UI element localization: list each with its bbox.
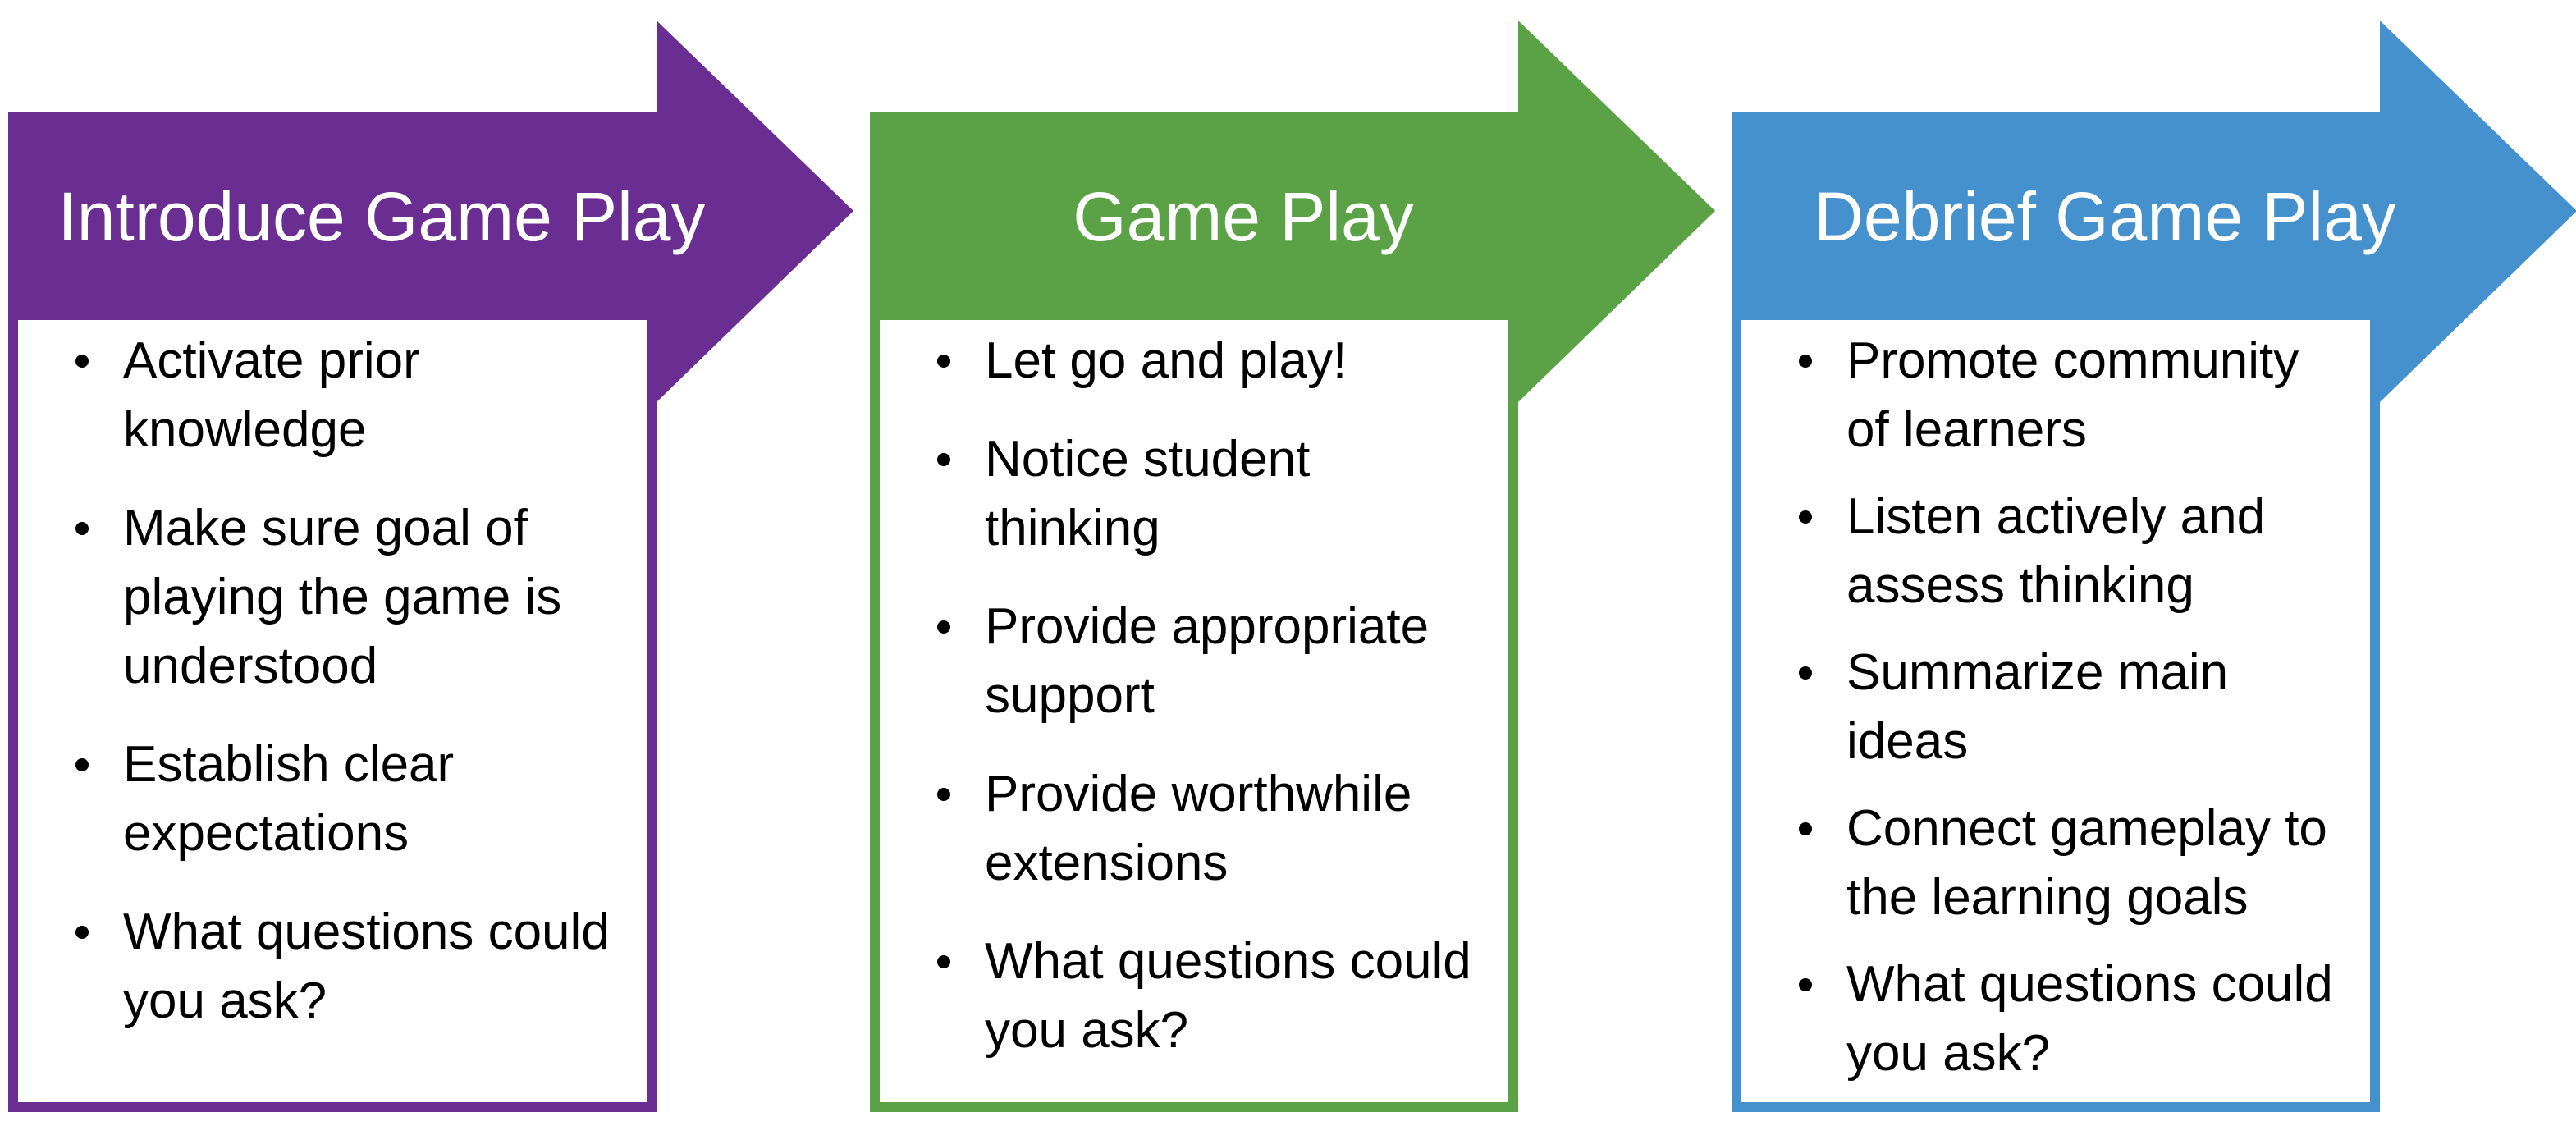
list-item: What questions could you ask? xyxy=(33,898,630,1036)
bullet-icon xyxy=(1799,355,1812,368)
list-item: What questions could you ask? xyxy=(895,927,1492,1065)
list-item: Promote community of learners xyxy=(1756,327,2354,465)
bullet-text: Notice student thinking xyxy=(985,431,1311,556)
list-item: Let go and play! xyxy=(895,327,1492,396)
bullet-icon xyxy=(75,522,89,535)
arrow-polygon xyxy=(8,21,853,402)
bullet-icon xyxy=(937,355,950,368)
bullet-text: Make sure goal of playing the game is un… xyxy=(123,500,562,694)
arrow-shape xyxy=(8,21,853,402)
bullet-text: Establish clear expectations xyxy=(123,736,455,862)
arrow-shape xyxy=(870,21,1715,402)
list-item: Establish clear expectations xyxy=(33,730,630,868)
bullet-icon xyxy=(937,453,950,466)
bullet-text: Listen actively and assess thinking xyxy=(1846,488,2266,614)
list-item: Listen actively and assess thinking xyxy=(1756,483,2354,620)
list-item: Make sure goal of playing the game is un… xyxy=(33,494,630,701)
bullet-text: Summarize main ideas xyxy=(1846,644,2229,770)
list-item: Summarize main ideas xyxy=(1756,638,2354,776)
bullet-text: Activate prior knowledge xyxy=(123,332,420,458)
bullet-icon xyxy=(1799,666,1812,680)
list-item: Connect gameplay to the learning goals xyxy=(1756,794,2354,932)
list-item: Provide appropriate support xyxy=(895,593,1492,730)
list-item: Activate prior knowledge xyxy=(33,327,630,465)
bullet-icon xyxy=(1799,510,1812,524)
bullet-icon xyxy=(75,355,89,368)
bullet-icon xyxy=(75,758,89,771)
bullet-icon xyxy=(937,955,950,968)
arrow-polygon xyxy=(870,21,1715,402)
bullet-text: What questions could you ask? xyxy=(1846,956,2333,1082)
bullet-icon xyxy=(1799,978,1812,991)
bullet-text: Connect gameplay to the learning goals xyxy=(1846,800,2327,926)
bullet-text: What questions could you ask? xyxy=(985,933,1471,1059)
bullet-icon xyxy=(937,788,950,801)
bullet-text: Promote community of learners xyxy=(1846,332,2299,458)
bullet-icon xyxy=(937,620,950,634)
bullet-text: Provide worthwhile extensions xyxy=(985,766,1412,891)
bullet-text: What questions could you ask? xyxy=(123,904,610,1029)
list-item: Notice student thinking xyxy=(895,425,1492,563)
bullet-text: Provide appropriate support xyxy=(985,598,1430,724)
list-item: Provide worthwhile extensions xyxy=(895,760,1492,898)
step-title: Introduce Game Play xyxy=(57,177,706,255)
bullet-icon xyxy=(1799,822,1812,835)
list-item: What questions could you ask? xyxy=(1756,950,2354,1088)
step-title: Game Play xyxy=(1073,177,1414,255)
arrow-polygon xyxy=(1732,21,2576,402)
bullet-icon xyxy=(75,926,89,939)
bullet-text: Let go and play! xyxy=(985,332,1347,389)
arrow-shape xyxy=(1732,21,2576,402)
step-title: Debrief Game Play xyxy=(1814,177,2396,255)
